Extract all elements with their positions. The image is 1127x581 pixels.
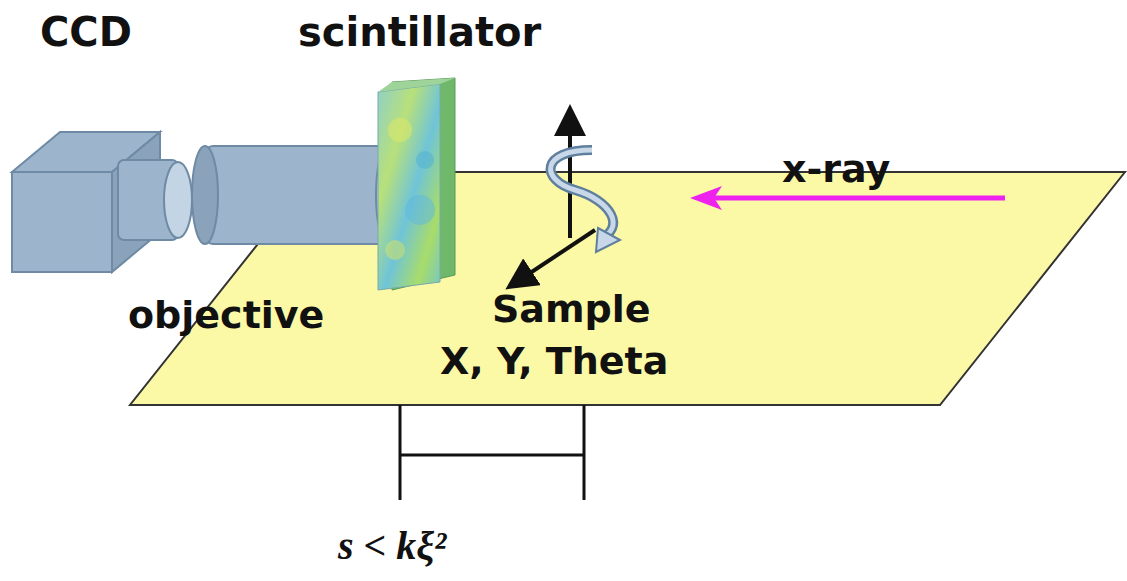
rotation-arrow-fill [551,150,614,240]
ccd-camera [12,132,192,272]
translation-axis [512,230,595,285]
camera-label: CCD [40,12,132,52]
axes-label: X, Y, Theta [440,342,668,380]
xray-label: x-ray [782,150,890,188]
scintillator-plate [378,78,455,290]
rotation-axis [568,112,572,238]
dimension-formula: s < kξ² [338,526,446,566]
objective-lens [192,146,400,244]
rotation-arrow [551,150,614,240]
rotation-arrow-head [596,228,620,252]
xray-beam [712,196,1005,201]
objective-label: objective [128,296,324,334]
sample-label: Sample [492,290,651,328]
xray-arrowhead [690,186,722,210]
scintillator-label: scintillator [298,12,541,52]
dimension-bracket [400,405,584,500]
